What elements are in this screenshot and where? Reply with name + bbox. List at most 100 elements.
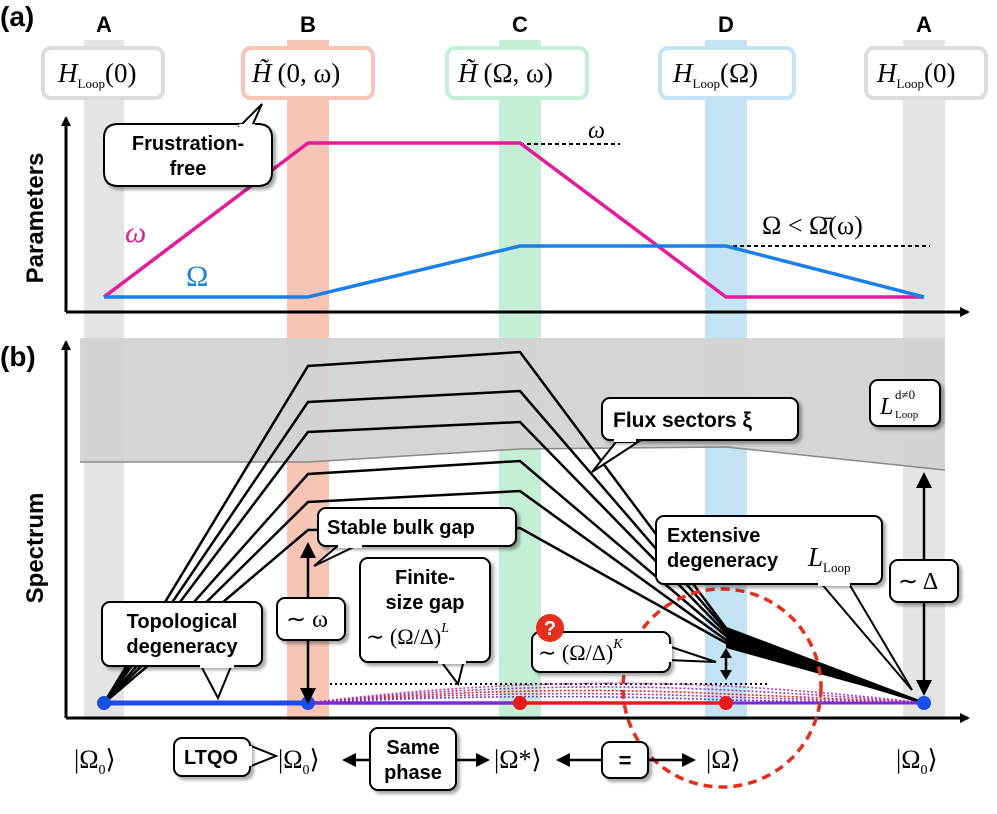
svg-text:H̃(0, ω): H̃(0, ω)	[251, 58, 340, 88]
state-1: |Ω0⟩	[74, 745, 116, 778]
ground-point-c	[513, 696, 527, 710]
topological-degeneracy-line2: degeneracy	[126, 636, 238, 658]
hamiltonian-boxes: HLoop(0) H̃(0, ω) H̃(Ω, ω) HLoop(Ω) HLoo…	[41, 46, 988, 100]
ground-point-a-left	[97, 696, 111, 710]
Omega-curve	[104, 244, 925, 299]
same-phase-line1: Same	[386, 737, 439, 759]
finite-size-gap-line1: Finite-	[395, 567, 455, 589]
panel-b-label: (b)	[0, 341, 36, 372]
topological-degeneracy-line1: Topological	[127, 611, 238, 633]
hamiltonian-box-a-left: HLoop(0)	[41, 46, 165, 100]
column-letters: A B C D A	[96, 12, 932, 37]
column-letter-a-left: A	[96, 12, 112, 37]
k-gap-exp: K	[612, 637, 623, 652]
Omega-dashed-label: Ω < Ω̄(ω)	[762, 211, 863, 240]
k-gap-formula: ∼ (Ω/Δ)	[538, 640, 613, 665]
ham-a2-main: H	[876, 58, 898, 88]
question-mark-text: ?	[544, 618, 556, 640]
finite-size-gap-callout: Finite- size gap ∼ (Ω/Δ)L	[359, 557, 491, 687]
ham-d-main: H	[672, 58, 694, 88]
ham-a-main: H	[57, 58, 79, 88]
hamiltonian-box-b: H̃(0, ω)	[241, 46, 375, 100]
l-loop-box-sub: Loop	[895, 409, 919, 421]
ham-a2-sub: Loop	[897, 76, 924, 91]
column-letter-d: D	[718, 12, 734, 37]
extensive-L-sub: Loop	[823, 560, 850, 575]
svg-text:HLoop(0): HLoop(0)	[876, 58, 955, 91]
finite-size-gap-line2: size gap	[386, 592, 465, 614]
l-loop-box-main: L	[879, 394, 893, 420]
svg-text:∼ (Ω/Δ)L: ∼ (Ω/Δ)L	[366, 621, 449, 649]
same-phase-line2: phase	[384, 762, 442, 784]
equals-text: =	[619, 748, 632, 773]
svg-text:LLoop: LLoop	[807, 542, 850, 575]
panel-a-axes	[61, 116, 970, 317]
ham-b-main: H̃	[251, 58, 273, 88]
ham-a-arg: (0)	[105, 58, 136, 88]
bottom-row: |Ω0⟩ LTQO |Ω0⟩ Same phase |Ω*⟩	[74, 727, 938, 791]
extensive-degeneracy-callout: Extensive degeneracy LLoop	[655, 515, 913, 691]
column-letter-c: C	[512, 12, 528, 37]
degeneracy-fan	[726, 628, 924, 703]
frustration-free-callout: Frustration- free	[103, 103, 273, 187]
stable-bulk-gap-callout: Stable bulk gap	[313, 507, 517, 567]
svg-text:HLoop(Ω): HLoop(Ω)	[672, 58, 758, 91]
extensive-degeneracy-line1: Extensive	[667, 525, 760, 547]
ham-a-sub: Loop	[78, 76, 105, 91]
stable-bulk-gap-text: Stable bulk gap	[327, 517, 475, 539]
frustration-free-line2: free	[170, 158, 207, 180]
ltqo-text: LTQO	[184, 747, 238, 769]
ground-point-a-right	[917, 696, 931, 710]
ham-a2-arg: (0)	[924, 58, 955, 88]
svg-text:HLoop(0): HLoop(0)	[57, 58, 136, 91]
finite-size-exp: L	[440, 621, 449, 636]
ham-d-arg: (Ω)	[720, 58, 758, 88]
state-2: |Ω0⟩	[278, 745, 320, 778]
svg-text:H̃(Ω, ω): H̃(Ω, ω)	[457, 58, 553, 88]
ham-c-arg: (Ω, ω)	[484, 58, 553, 88]
panel-a-label: (a)	[0, 1, 34, 32]
k-gap-box: ∼ (Ω/Δ)K	[531, 631, 717, 673]
flux-sector-boundary	[80, 446, 946, 471]
state-3: |Ω*⟩	[494, 745, 542, 774]
topological-degeneracy-callout: Topological degeneracy	[101, 601, 263, 701]
hamiltonian-box-a-right: HLoop(0)	[864, 46, 988, 100]
panel-a-ylabel: Parameters	[22, 153, 49, 284]
omega-curve	[102, 141, 924, 299]
dashed-red-circle	[621, 587, 823, 789]
delta-gap-text: ∼ Δ	[898, 569, 938, 595]
state-5: |Ω0⟩	[896, 745, 938, 778]
hamiltonian-box-d: HLoop(Ω)	[658, 46, 796, 100]
omega-gap-text: ∼ ω	[286, 607, 328, 633]
k-gap-arrow	[720, 648, 732, 680]
omega-curve-label: ω	[125, 216, 146, 249]
ham-c-main: H̃	[457, 58, 479, 88]
omega-dashed-label: ω	[588, 118, 605, 144]
state-4: |Ω⟩	[706, 745, 741, 774]
ham-b-arg: (0, ω)	[278, 58, 341, 88]
equals-box: =	[601, 741, 649, 779]
finite-size-formula: ∼ (Ω/Δ)	[366, 624, 441, 649]
column-letter-b: B	[300, 12, 316, 37]
svg-text:∼ Δ: ∼ Δ	[898, 569, 938, 595]
ground-state-dotted-splits	[307, 682, 925, 704]
svg-text:∼ ω: ∼ ω	[286, 607, 328, 633]
l-loop-box: L d≠0 Loop	[869, 379, 941, 427]
Omega-curve-label: Ω	[186, 260, 208, 293]
l-loop-box-sup: d≠0	[895, 387, 915, 402]
question-mark-badge: ?	[536, 614, 564, 642]
column-letter-a-right: A	[916, 12, 932, 37]
delta-gap-box: ∼ Δ	[889, 559, 959, 603]
svg-text:∼ (Ω/Δ)K: ∼ (Ω/Δ)K	[538, 637, 623, 665]
frustration-free-line1: Frustration-	[132, 133, 244, 155]
same-phase-box: Same phase	[369, 727, 457, 791]
omega-gap-box: ∼ ω	[276, 597, 346, 641]
extensive-L: L	[807, 542, 823, 572]
ham-d-sub: Loop	[693, 76, 720, 91]
flux-sectors-callout: Flux sectors ξ	[591, 397, 799, 473]
panel-b-ylabel: Spectrum	[22, 493, 49, 604]
ltqo-callout: LTQO	[173, 737, 279, 777]
flux-sectors-text: Flux sectors ξ	[613, 409, 753, 432]
hamiltonian-box-c: H̃(Ω, ω)	[445, 46, 589, 100]
